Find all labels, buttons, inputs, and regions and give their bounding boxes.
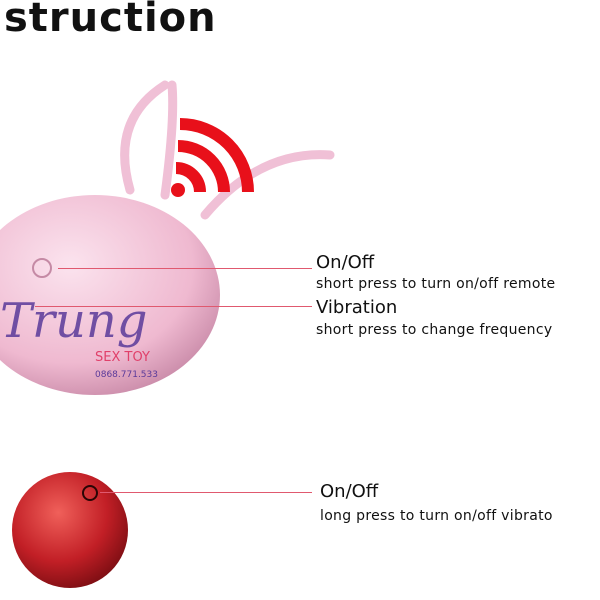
onoff-egg-label: On/Off <box>320 481 379 502</box>
power-button-icon <box>32 258 52 278</box>
callout-line-onoff-egg <box>100 492 312 493</box>
watermark-phone: 0868.771.533 <box>95 370 158 380</box>
callout-line-vibration <box>35 306 312 307</box>
vibration-label: Vibration <box>316 297 398 318</box>
onoff-egg-description: long press to turn on/off vibrato <box>320 508 553 524</box>
onoff-remote-description: short press to turn on/off remote <box>316 276 556 292</box>
vibration-description: short press to change frequency <box>316 322 553 338</box>
egg-vibrator <box>12 472 128 588</box>
egg-power-icon <box>82 485 98 501</box>
wifi-signal-icon <box>171 118 254 197</box>
watermark-brand: SEX TOY <box>95 350 150 365</box>
onoff-remote-label: On/Off <box>316 252 375 273</box>
remote-ears <box>120 80 335 220</box>
remote-body <box>0 195 220 395</box>
callout-line-onoff-remote <box>58 268 312 269</box>
page-title: struction <box>4 0 217 41</box>
watermark-name: Trung <box>0 293 148 349</box>
